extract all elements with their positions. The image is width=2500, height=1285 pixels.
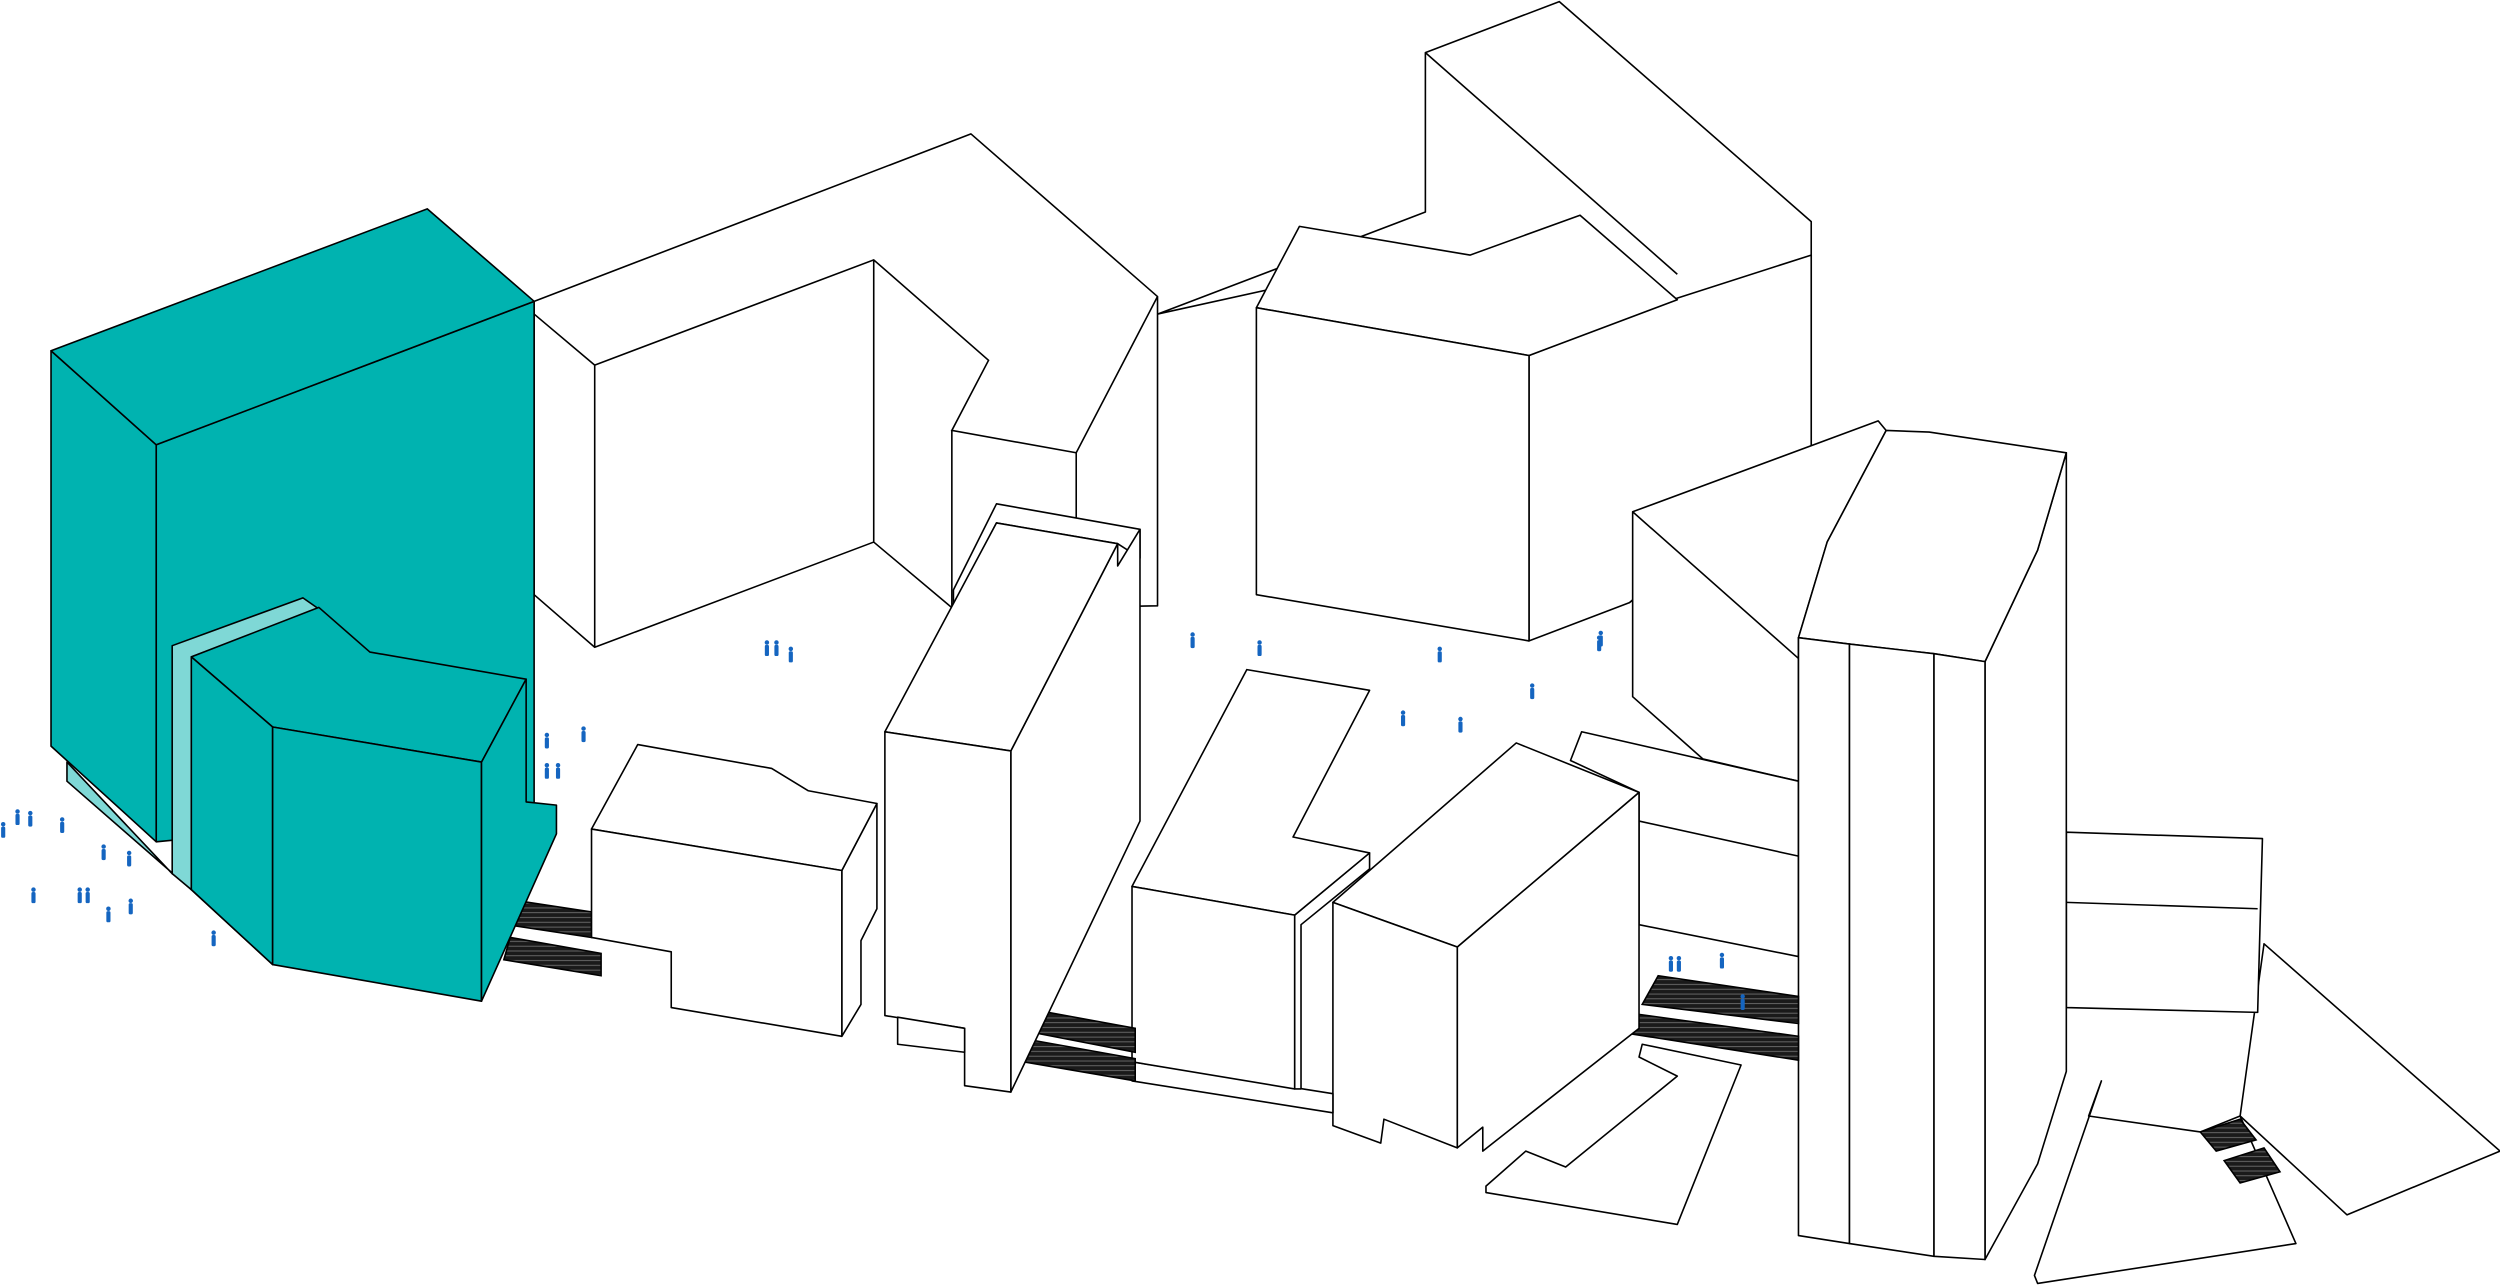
person-figure (211, 930, 216, 947)
person-figure (0, 822, 6, 838)
person-figure (1400, 710, 1406, 727)
person-figure (101, 844, 106, 861)
person-figure (1257, 640, 1262, 657)
building-small-left (502, 743, 878, 1038)
person-figure (77, 887, 82, 904)
building-e (1332, 742, 1640, 1152)
stairs-east (1485, 974, 1800, 1226)
person-figure (126, 850, 132, 867)
person-figure (1719, 952, 1725, 969)
person-figure (788, 646, 794, 663)
person-figure (555, 763, 561, 779)
person-figure (59, 817, 65, 834)
people-figures (0, 630, 1745, 1010)
person-figure (1676, 955, 1682, 972)
person-figure (1596, 635, 1602, 652)
person-figure (1668, 955, 1674, 972)
tower-g (1797, 429, 2068, 1261)
person-figure (28, 810, 33, 827)
right-low-block (2033, 831, 2500, 1285)
person-figure (85, 887, 90, 904)
person-figure (764, 640, 770, 657)
person-figure (1190, 632, 1195, 649)
person-figure (774, 640, 779, 657)
person-figure (1458, 716, 1463, 733)
person-figure (106, 906, 111, 923)
person-figure (15, 809, 20, 826)
person-figure (544, 763, 550, 779)
highlighted-building (50, 208, 558, 1003)
person-figure (544, 732, 550, 749)
person-figure (1740, 994, 1745, 1010)
person-figure (1437, 646, 1442, 663)
person-figure (1529, 683, 1535, 700)
building-d (1131, 668, 1371, 1114)
slab-c (884, 502, 1141, 1093)
person-figure (128, 898, 133, 915)
building-b (1255, 214, 1813, 642)
person-figure (581, 726, 586, 743)
person-figure (31, 887, 36, 904)
